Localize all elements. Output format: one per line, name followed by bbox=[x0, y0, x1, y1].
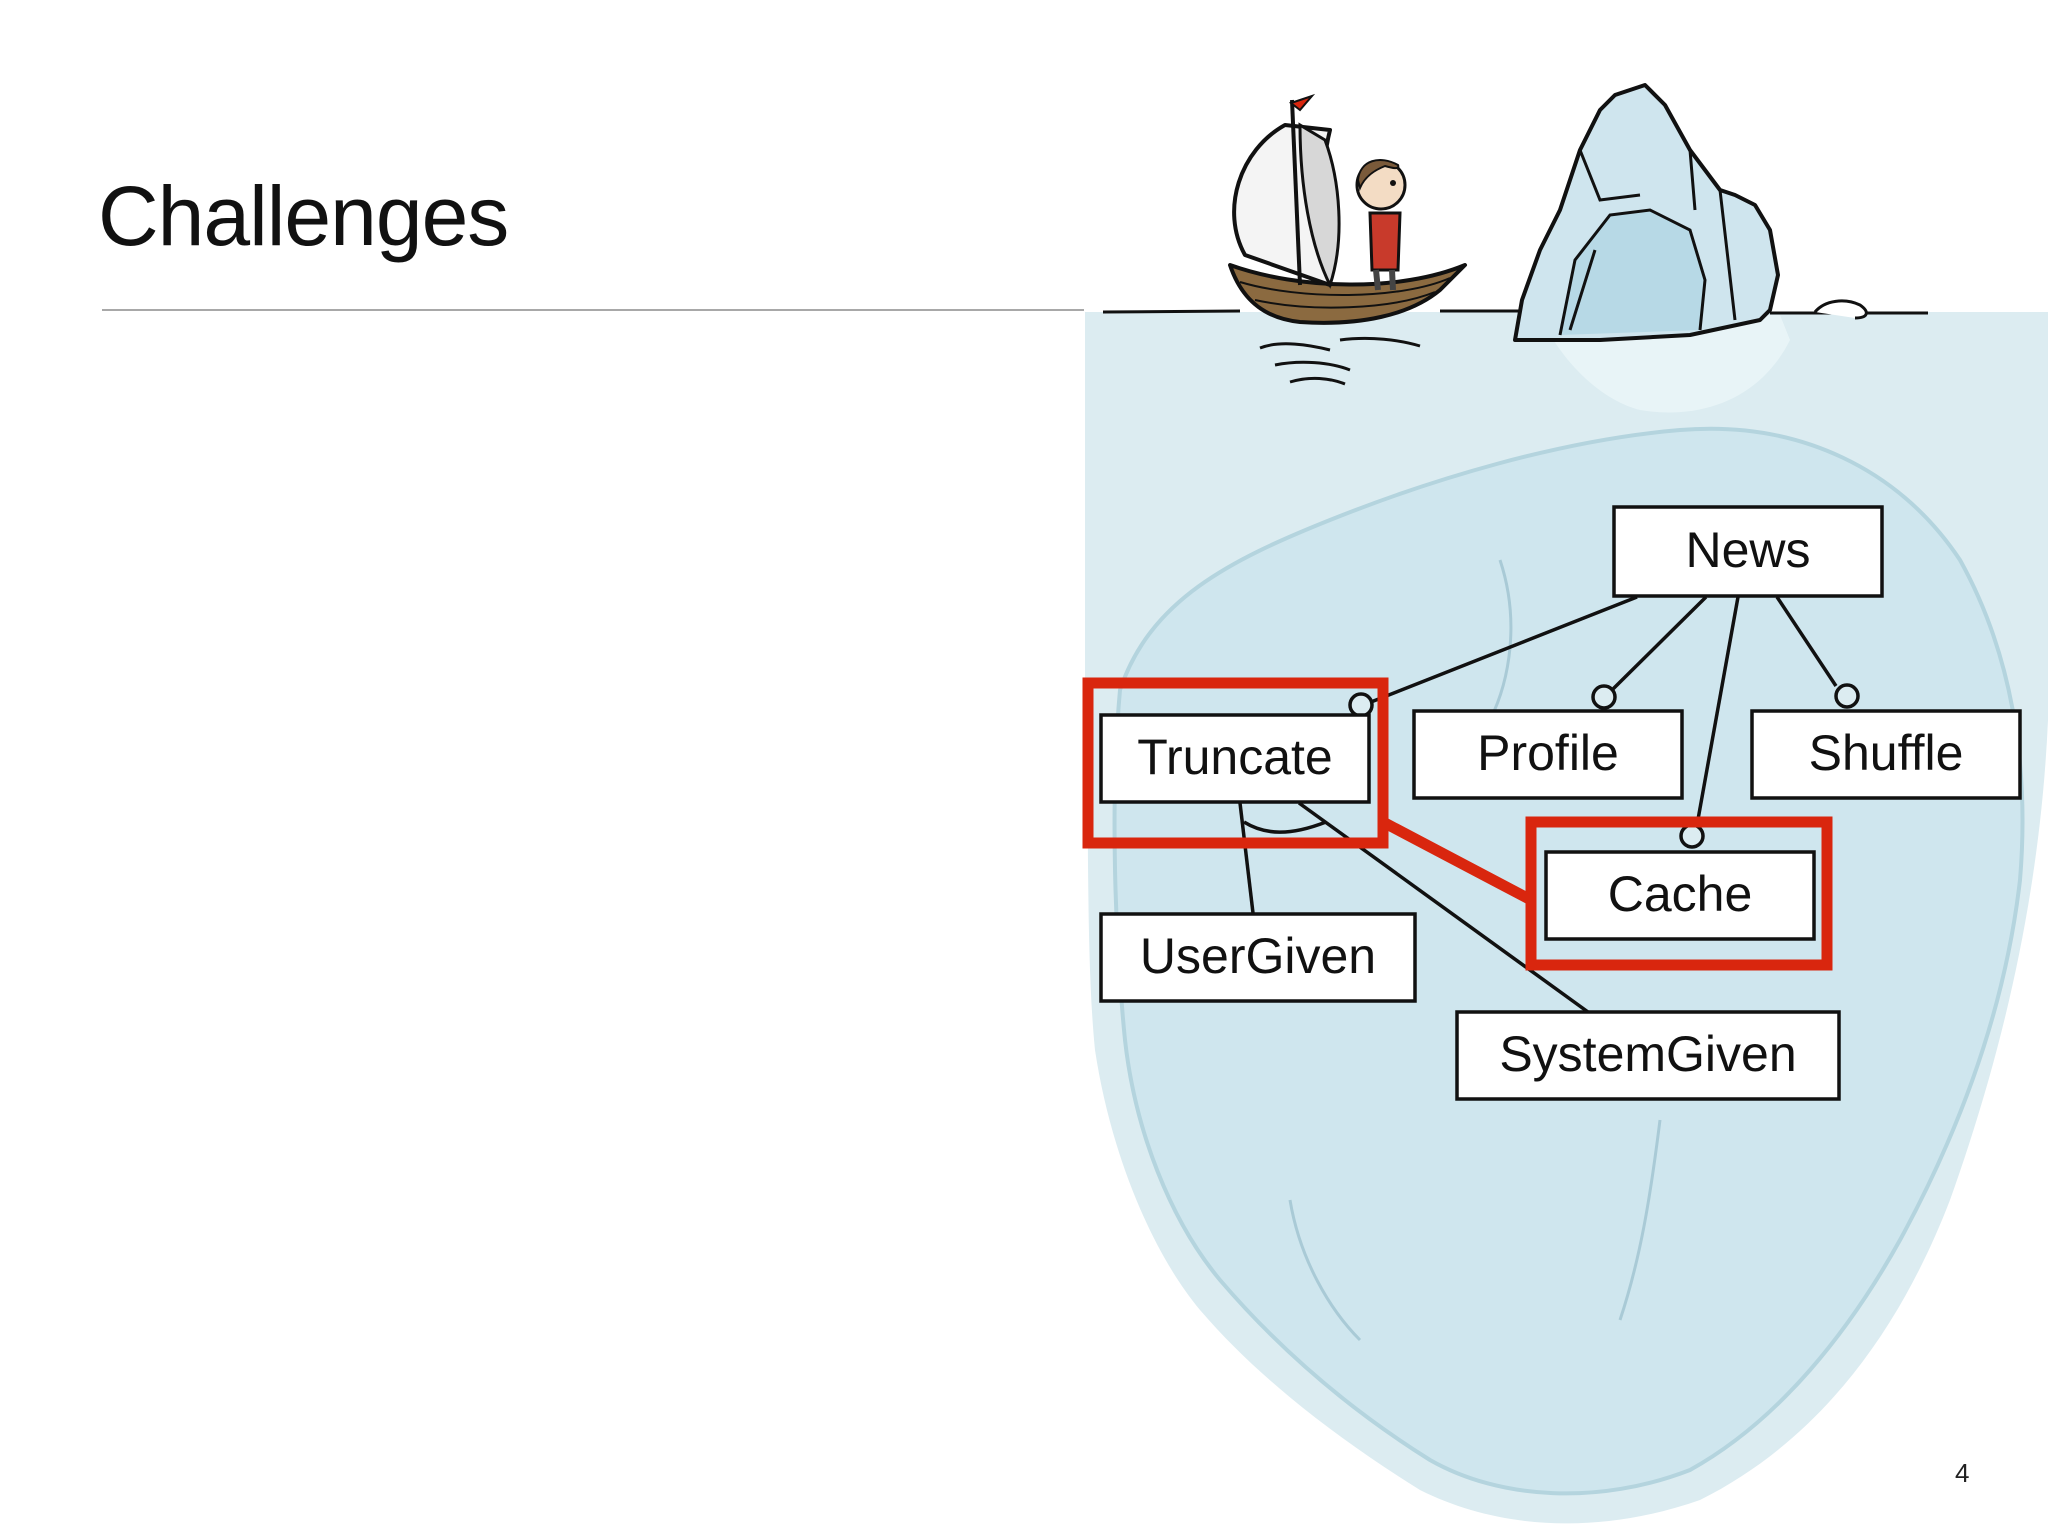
node-news: News bbox=[1612, 505, 1884, 598]
node-systemgiven: SystemGiven bbox=[1455, 1010, 1841, 1101]
optional-marker-shuffle bbox=[1834, 683, 1860, 709]
title-divider bbox=[102, 309, 1084, 311]
highlight-box-truncate bbox=[1082, 677, 1389, 849]
person-hair bbox=[1356, 159, 1400, 192]
node-profile: Profile bbox=[1412, 709, 1684, 800]
person-legs bbox=[1373, 269, 1396, 291]
boat-planks bbox=[1239, 277, 1451, 309]
node-shuffle-label: Shuffle bbox=[1809, 725, 1964, 781]
page-number: 4 bbox=[1955, 1458, 1970, 1488]
optional-marker-truncate bbox=[1348, 692, 1374, 718]
iceberg-tip bbox=[1513, 83, 1868, 342]
optional-marker-cache bbox=[1679, 823, 1705, 849]
optional-marker-profile bbox=[1591, 684, 1617, 710]
boat-with-person bbox=[1228, 93, 1467, 386]
iceberg-tip-facet bbox=[1558, 208, 1707, 336]
mast bbox=[1290, 99, 1302, 286]
node-truncate: Truncate bbox=[1099, 713, 1371, 804]
node-usergiven-label: UserGiven bbox=[1140, 928, 1376, 984]
edge-news-shuffle bbox=[1775, 596, 1838, 687]
rear-sail bbox=[1298, 122, 1341, 289]
diagram-nodes: News Truncate Profile Shuffle Cache User… bbox=[1099, 505, 2022, 1101]
node-cache-label: Cache bbox=[1608, 866, 1753, 922]
small-ice-chunk bbox=[1813, 299, 1868, 320]
node-usergiven: UserGiven bbox=[1099, 912, 1417, 1003]
water-ripples bbox=[1259, 336, 1421, 386]
edge-news-profile bbox=[1611, 595, 1708, 691]
flag bbox=[1288, 93, 1316, 112]
node-systemgiven-label: SystemGiven bbox=[1499, 1026, 1796, 1082]
edge-truncate-usergiven bbox=[1238, 802, 1255, 914]
highlight-box-cache bbox=[1525, 816, 1833, 971]
highlight-group bbox=[1082, 677, 1833, 971]
highlight-connector bbox=[1380, 817, 1534, 905]
node-news-label: News bbox=[1685, 522, 1810, 578]
person-body bbox=[1368, 211, 1402, 272]
edge-news-cache bbox=[1695, 596, 1740, 826]
node-truncate-label: Truncate bbox=[1137, 729, 1332, 785]
node-shuffle: Shuffle bbox=[1750, 709, 2022, 800]
slide-title: Challenges bbox=[98, 169, 509, 263]
node-profile-label: Profile bbox=[1477, 725, 1619, 781]
node-cache: Cache bbox=[1544, 850, 1816, 941]
iceberg-tip-facet-line bbox=[1568, 149, 1737, 331]
person-eye bbox=[1390, 180, 1396, 186]
edge-news-truncate bbox=[1370, 595, 1638, 704]
or-group-arc bbox=[1243, 820, 1327, 834]
